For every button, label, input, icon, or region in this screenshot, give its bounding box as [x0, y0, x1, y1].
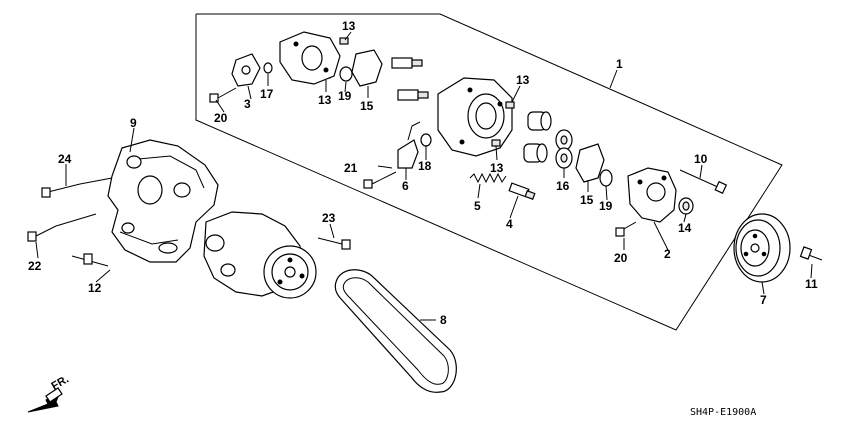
gasket-right [575, 143, 605, 183]
callout-21: 21 [344, 161, 358, 175]
side-plate-seals [555, 129, 573, 169]
leader-lines [35, 31, 813, 321]
callout-8: 8 [440, 313, 447, 327]
bolt-lower [615, 221, 637, 237]
callout-19b: 19 [599, 199, 613, 213]
bushings [523, 111, 552, 163]
bolt-upper [209, 87, 237, 103]
callout-22: 22 [28, 259, 42, 273]
callout-20b: 20 [614, 251, 628, 265]
o-ring-inlet [420, 133, 432, 147]
callout-24: 24 [58, 152, 72, 166]
gasket-left [351, 49, 383, 87]
bolt-22 [27, 225, 57, 242]
callout-4: 4 [506, 217, 513, 231]
v-belt [334, 269, 457, 393]
callout-5: 5 [474, 199, 481, 213]
callout-12: 12 [88, 281, 102, 295]
bolt-24 [41, 183, 81, 198]
callout-3: 3 [244, 97, 251, 111]
callout-14: 14 [678, 221, 692, 235]
callout-13a: 13 [342, 19, 356, 33]
pump-pulley [733, 213, 791, 283]
callout-9: 9 [130, 116, 137, 130]
callout-20a: 20 [214, 111, 228, 125]
diagram-code: SH4P-E1900A [690, 407, 756, 418]
callout-11: 11 [805, 277, 818, 291]
callout-15b: 15 [580, 193, 594, 207]
callout-19a: 19 [338, 89, 352, 103]
bolt-23 [317, 237, 351, 250]
outlet-fittings [391, 57, 429, 101]
pump-bracket [107, 139, 219, 263]
callout-2: 2 [664, 247, 671, 261]
callout-1: 1 [616, 57, 623, 71]
pump-housing [437, 77, 513, 157]
callout-16: 16 [556, 179, 570, 193]
small-bracket [231, 53, 261, 87]
callout-17: 17 [260, 87, 274, 101]
callout-7: 7 [760, 293, 767, 307]
washer [263, 62, 273, 74]
pump-rear-cover [279, 31, 341, 85]
front-direction-arrow: FR. [27, 373, 71, 413]
stud-bolt-12 [71, 253, 109, 267]
callout-labels: 1 2 3 4 5 6 7 8 9 10 11 12 13 13 13 13 1… [28, 19, 818, 327]
callout-13b: 13 [318, 93, 332, 107]
callout-13d: 13 [490, 161, 504, 175]
flow-control-valve [508, 182, 536, 200]
cover-bolt [679, 169, 728, 195]
callout-13c: 13 [516, 73, 530, 87]
o-ring-left [339, 66, 353, 82]
oil-seal [678, 197, 694, 215]
callout-6: 6 [402, 179, 409, 193]
pump-cover [627, 167, 677, 223]
o-ring-right [599, 169, 613, 187]
inlet-joint [397, 121, 421, 169]
pulley-bolt [799, 246, 823, 261]
direction-label: FR. [50, 373, 71, 392]
callout-15a: 15 [360, 99, 374, 113]
callout-10: 10 [694, 152, 708, 166]
callout-18: 18 [418, 159, 432, 173]
callout-23: 23 [322, 211, 336, 225]
inlet-bolt [363, 171, 397, 189]
assembled-pump [203, 211, 317, 299]
exploded-view-frame [195, 13, 783, 331]
flow-control-spring [469, 172, 507, 184]
